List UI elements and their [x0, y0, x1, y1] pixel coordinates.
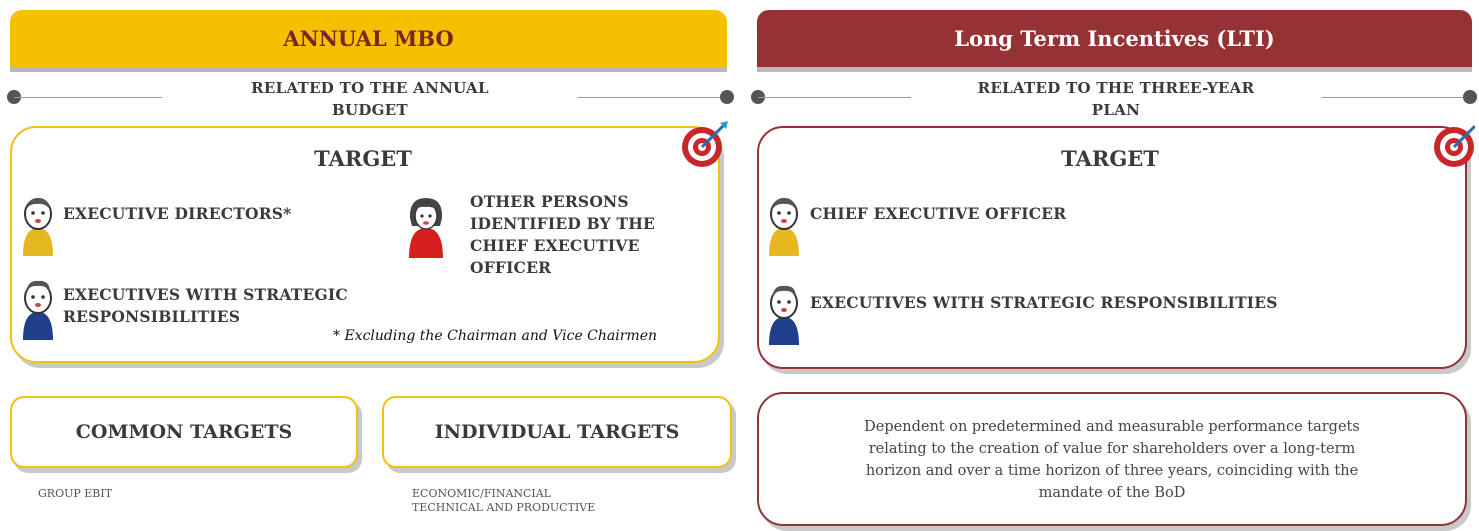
common-targets-box: COMMON TARGETS: [10, 396, 358, 468]
footnote: * Excluding the Chairman and Vice Chairm…: [333, 328, 657, 344]
individual-target-item-2: TECHNICAL AND PRODUCTIVE: [412, 501, 596, 514]
executive-directors-label: EXECUTIVE DIRECTORS*: [63, 204, 292, 223]
lti-target-title: TARGET: [1061, 146, 1159, 171]
common-targets-title: COMMON TARGETS: [75, 421, 293, 443]
lti-description-line3: horizon and over a time horizon of three…: [865, 463, 1359, 479]
lti-header: Long Term Incentives (LTI): [757, 10, 1472, 67]
common-target-item: GROUP EBIT: [38, 487, 113, 500]
person-female-red-icon: [409, 198, 443, 258]
individual-targets-box: INDIVIDUAL TARGETS: [382, 396, 732, 468]
lti-description-line1: Dependent on predetermined and measurabl…: [864, 419, 1360, 435]
lti-description-panel: Dependent on predetermined and measurabl…: [757, 392, 1467, 526]
ceo-label: CHIEF EXECUTIVE OFFICER: [810, 204, 1067, 223]
person-male-blue-icon: [769, 285, 799, 345]
mbo-subtitle-line2: BUDGET: [332, 101, 408, 119]
lti-executives-label: EXECUTIVES WITH STRATEGIC RESPONSIBILITI…: [810, 293, 1278, 312]
lti-rule-right-dot: [1463, 90, 1477, 104]
lti-description-line2: relating to the creation of value for sh…: [868, 441, 1356, 457]
mbo-title: ANNUAL MBO: [283, 26, 454, 51]
lti-subtitle-line1: RELATED TO THE THREE-YEAR: [977, 79, 1255, 97]
lti-rule-left: [758, 97, 911, 98]
other-persons-line3: CHIEF EXECUTIVE: [470, 236, 640, 255]
other-persons-line4: OFFICER: [470, 258, 552, 277]
lti-target-panel: [757, 126, 1467, 369]
mbo-subtitle-line1: RELATED TO THE ANNUAL: [251, 79, 489, 97]
mbo-target-title: TARGET: [314, 146, 412, 171]
target-dart-icon: [682, 121, 728, 167]
mbo-rule-right-dot: [720, 90, 734, 104]
lti-description-line4: mandate of the BoD: [1038, 485, 1186, 501]
lti-subtitle: RELATED TO THE THREE-YEAR PLAN: [914, 77, 1318, 121]
mbo-target-panel: [10, 126, 720, 363]
lti-rule-right: [1322, 97, 1464, 98]
mbo-subtitle: RELATED TO THE ANNUAL BUDGET: [170, 77, 570, 121]
lti-title: Long Term Incentives (LTI): [954, 26, 1275, 51]
person-male-blue-icon: [23, 280, 53, 340]
executives-strategic-line1: EXECUTIVES WITH STRATEGIC: [63, 285, 348, 304]
other-persons-line2: IDENTIFIED BY THE: [470, 214, 656, 233]
individual-target-items: ECONOMIC/FINANCIAL TECHNICAL AND PRODUCT…: [412, 487, 595, 515]
other-persons-line1: OTHER PERSONS: [470, 192, 629, 211]
person-male-yellow-icon: [769, 198, 799, 256]
other-persons-label: OTHER PERSONS IDENTIFIED BY THE CHIEF EX…: [470, 191, 655, 279]
individual-target-item-1: ECONOMIC/FINANCIAL: [412, 487, 552, 500]
executives-strategic-label: EXECUTIVES WITH STRATEGIC RESPONSIBILITI…: [63, 284, 348, 328]
mbo-rule-right: [578, 97, 726, 98]
lti-description: Dependent on predetermined and measurabl…: [759, 394, 1465, 504]
mbo-rule-left: [14, 97, 162, 98]
individual-targets-title: INDIVIDUAL TARGETS: [434, 421, 680, 443]
executives-strategic-line2: RESPONSIBILITIES: [63, 307, 241, 326]
person-male-yellow-icon: [23, 198, 53, 256]
lti-subtitle-line2: PLAN: [1091, 101, 1141, 119]
mbo-header: ANNUAL MBO: [10, 10, 727, 67]
target-dart-icon: [1434, 124, 1475, 167]
